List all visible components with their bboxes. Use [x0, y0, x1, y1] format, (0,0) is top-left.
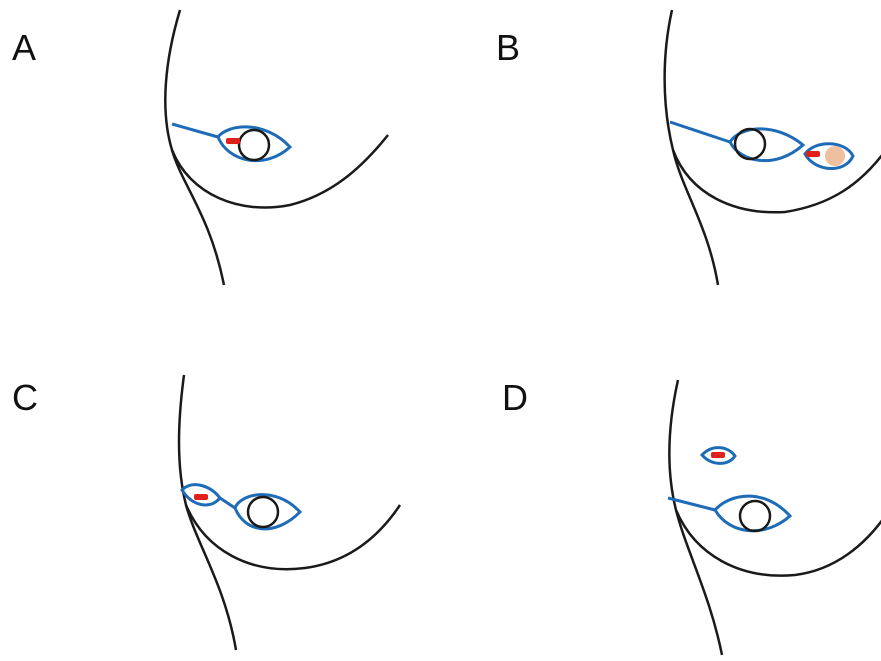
breast-contour	[186, 505, 400, 569]
incision-line	[670, 122, 730, 142]
breast-diagram-c	[0, 330, 440, 660]
nipple-areola	[239, 130, 269, 160]
body-contour	[165, 10, 224, 285]
breast-diagram-a	[0, 0, 440, 330]
panel-b: B	[440, 0, 880, 330]
incision-line	[220, 498, 235, 508]
incision-loop	[235, 495, 300, 529]
breast-contour	[172, 135, 388, 208]
breast-diagram-b	[440, 0, 880, 330]
panel-c: C	[0, 330, 440, 660]
nipple-areola	[735, 129, 765, 159]
panel-a: A	[0, 0, 440, 330]
panel-d: D	[440, 330, 880, 660]
incision-line	[172, 124, 218, 137]
body-contour	[665, 10, 718, 285]
nipple-areola	[248, 497, 278, 527]
breast-contour	[676, 510, 881, 576]
tumor-marker	[806, 151, 820, 157]
body-contour	[179, 375, 236, 650]
implant-spot	[825, 146, 845, 166]
breast-diagram-d	[440, 330, 880, 660]
body-contour	[669, 380, 722, 655]
nipple-areola	[740, 501, 770, 531]
tumor-marker	[194, 494, 208, 500]
tumor-marker	[226, 138, 240, 144]
tumor-marker	[711, 452, 725, 458]
